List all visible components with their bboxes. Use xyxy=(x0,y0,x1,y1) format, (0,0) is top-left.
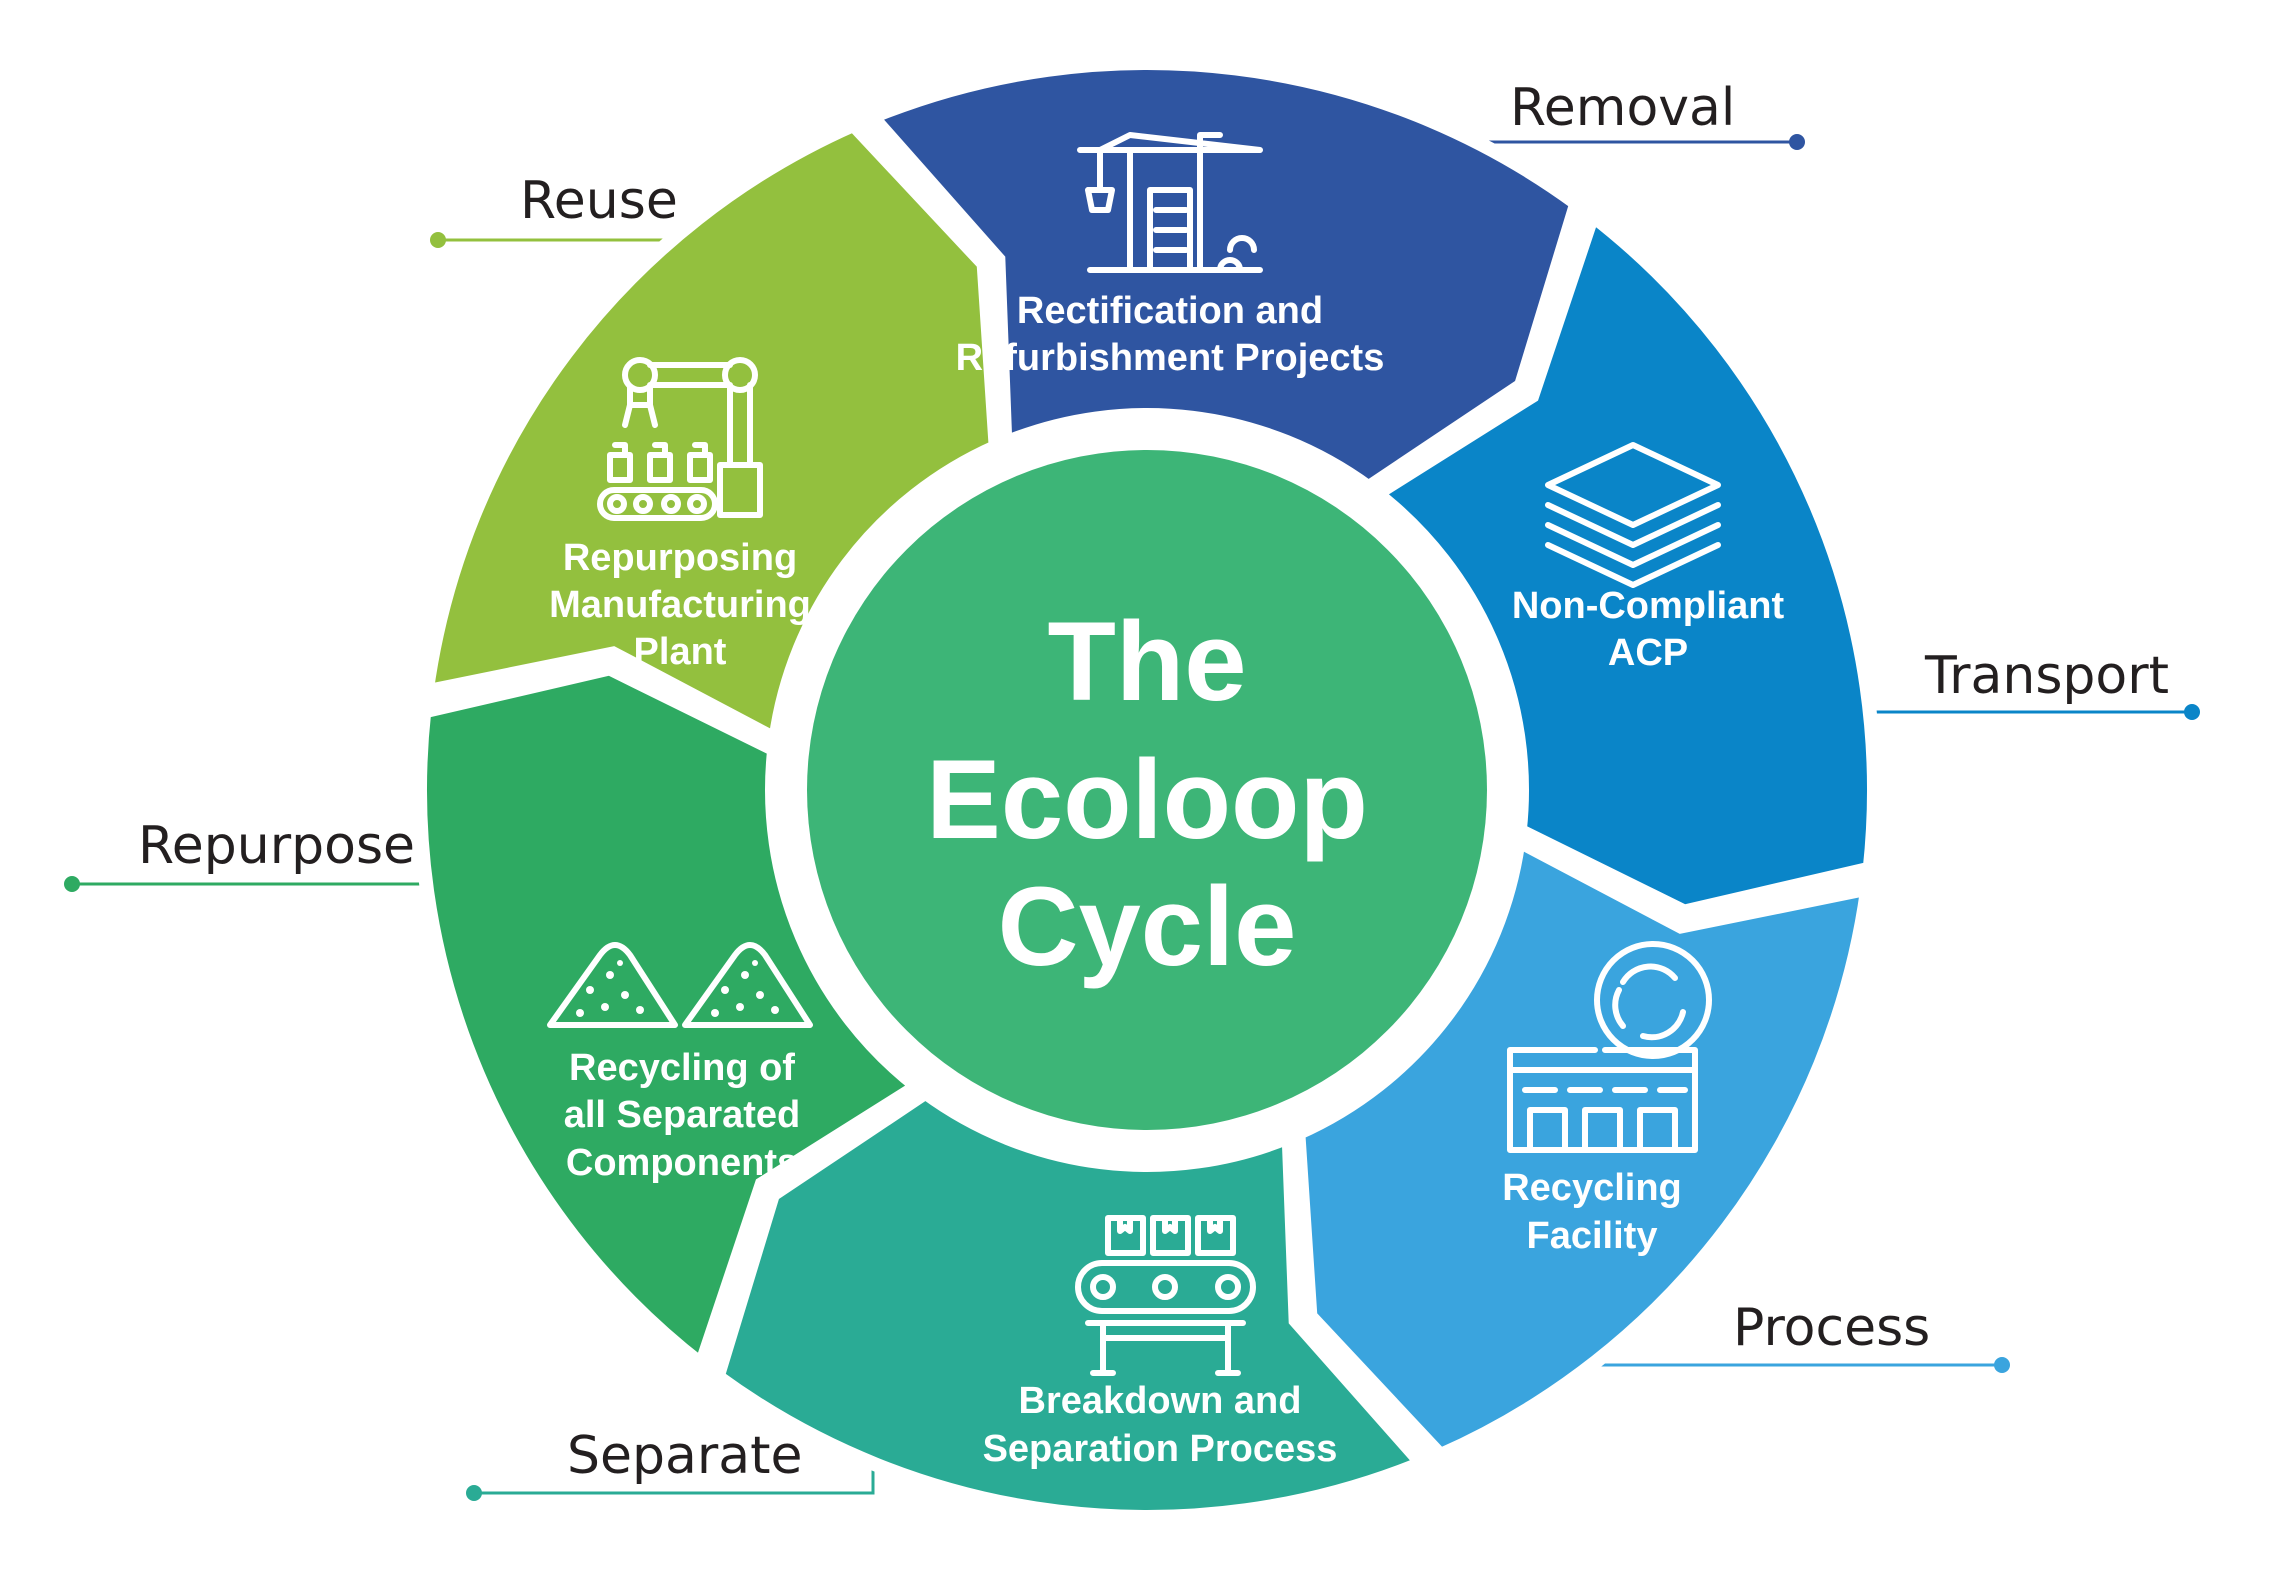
callout-dot-separate xyxy=(466,1485,482,1501)
segment-label-recycling-facility-2: Facility xyxy=(1527,1215,1658,1257)
segment-label-recycling-facility-1: Recycling xyxy=(1502,1167,1682,1209)
callout-label-repurpose: Repurpose xyxy=(138,816,415,876)
material-piles-icon xyxy=(547,942,813,1028)
callout-dot-removal xyxy=(1789,134,1805,150)
segment-label-repurposing-3: Plant xyxy=(634,631,727,673)
segment-label-rectification-1: Rectification and xyxy=(1017,290,1323,332)
segment-label-repurposing-1: Repurposing xyxy=(563,537,797,579)
center-title-line-2: Ecoloop xyxy=(926,737,1368,862)
segment-repurposing xyxy=(418,116,1003,750)
center-circle-fill xyxy=(807,450,1487,1130)
callout-dot-transport xyxy=(2184,704,2200,720)
segment-labels: Rectification and Refurbishment Projects… xyxy=(549,290,1784,1470)
segment-breakdown xyxy=(709,1084,1434,1524)
callout-dot-process xyxy=(1994,1357,2010,1373)
callout-dot-repurpose xyxy=(64,876,80,892)
cycle-ring xyxy=(413,56,1881,1524)
conveyor-belt-icon xyxy=(1075,1215,1256,1376)
construction-crane-icon xyxy=(1077,132,1263,273)
center-hub: The Ecoloop Cycle xyxy=(792,435,1502,1145)
robotic-arm-icon xyxy=(597,357,763,521)
segment-label-breakdown-2: Separation Process xyxy=(983,1428,1338,1470)
callout-label-removal: Removal xyxy=(1510,78,1735,138)
segment-label-non-compliant-2: ACP xyxy=(1608,632,1688,674)
segment-label-rectification-2: Refurbishment Projects xyxy=(956,337,1385,379)
recycling-factory-icon xyxy=(1507,941,1712,1153)
callout-label-reuse: Reuse xyxy=(520,171,678,231)
callout-label-separate: Separate xyxy=(567,1426,803,1486)
segment-label-non-compliant-1: Non-Compliant xyxy=(1512,585,1785,627)
segment-label-recycling-components-3: Components xyxy=(566,1142,798,1184)
callout-dot-reuse xyxy=(430,232,446,248)
segment-rectification xyxy=(860,56,1585,496)
segment-label-repurposing-2: Manufacturing xyxy=(549,584,811,626)
segment-label-breakdown-1: Breakdown and xyxy=(1019,1380,1302,1422)
center-title-line-1: The xyxy=(1047,599,1246,724)
callout-label-process: Process xyxy=(1733,1298,1930,1358)
segment-label-recycling-components-1: Recycling of xyxy=(569,1047,795,1089)
center-title-line-3: Cycle xyxy=(998,864,1297,989)
segment-label-recycling-components-2: all Separated xyxy=(564,1094,801,1136)
stacked-layers-icon xyxy=(1545,442,1721,588)
callout-labels: Removal Transport Process Separate Repur… xyxy=(138,78,2169,1486)
callout-label-transport: Transport xyxy=(1924,646,2169,706)
